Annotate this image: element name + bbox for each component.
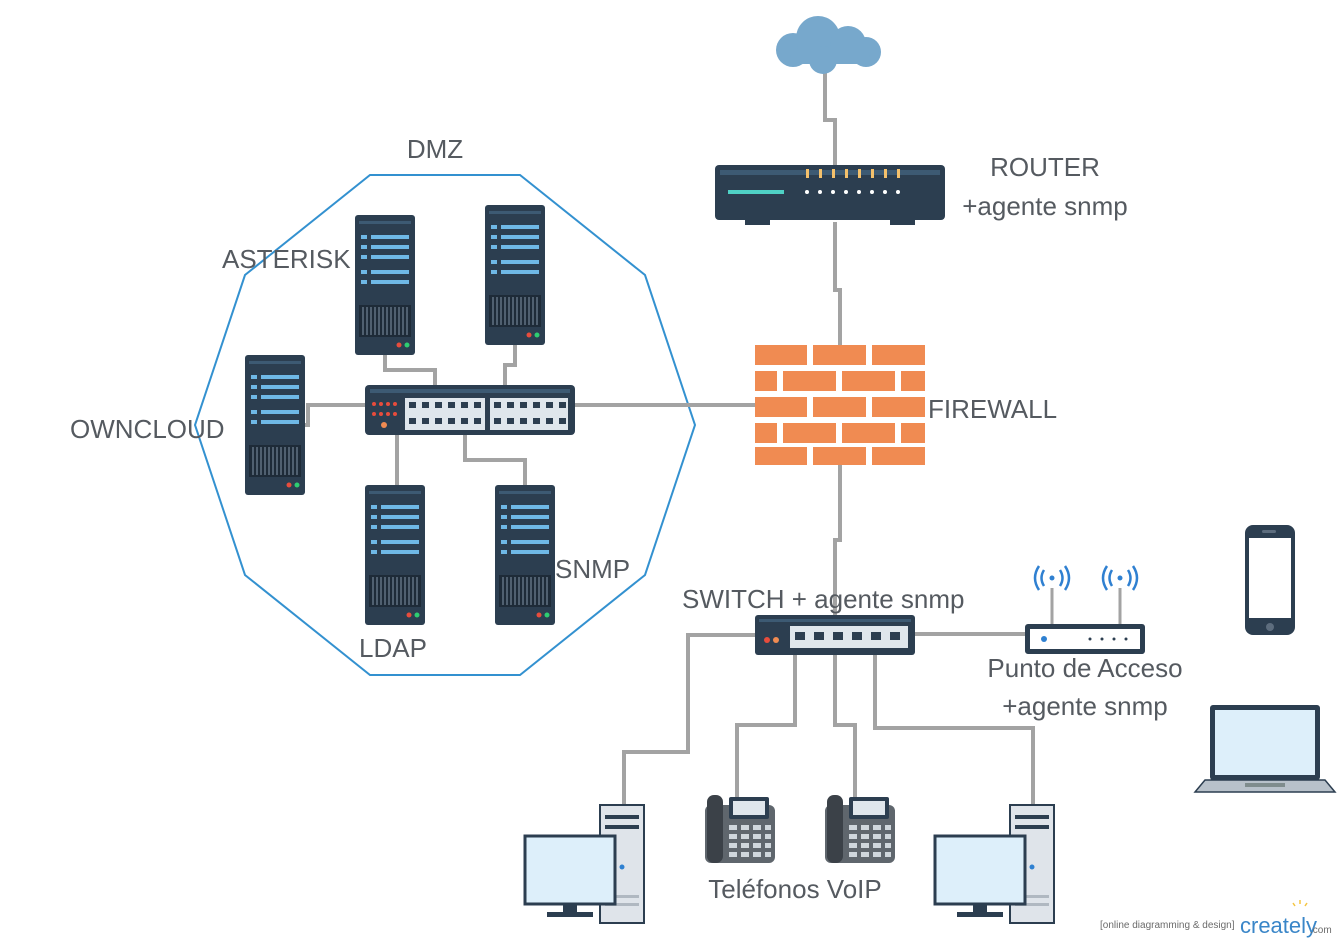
owncloud-label: OWNCLOUD — [70, 414, 225, 444]
asterisk-label: ASTERISK — [222, 244, 351, 274]
dmz-switch-icon — [365, 385, 575, 435]
voip-phone-icon — [705, 795, 775, 863]
creately-watermark: [online diagramming & design] creately .… — [1100, 900, 1332, 938]
laptop-icon — [1193, 705, 1337, 793]
router-agent-label: +agente snmp — [962, 191, 1128, 221]
access-point-icon — [1025, 565, 1145, 654]
ldap-label: LDAP — [359, 633, 427, 663]
switch-icon — [755, 615, 915, 655]
access-point-label: Punto de Acceso — [987, 653, 1182, 683]
cloud-icon — [776, 16, 881, 74]
voip-phones-label: Teléfonos VoIP — [708, 874, 881, 904]
access-point-agent-label: +agente snmp — [1002, 691, 1168, 721]
switch-label: SWITCH + agente snmp — [682, 584, 965, 614]
voip-phone-icon — [825, 795, 895, 863]
firewall-label: FIREWALL — [928, 394, 1057, 424]
firewall-icon — [755, 345, 925, 465]
dmz-boundary — [193, 174, 697, 676]
smartphone-icon — [1245, 525, 1295, 635]
server-icon — [354, 214, 416, 356]
router-label: ROUTER — [990, 152, 1100, 182]
server-icon — [494, 484, 556, 626]
server-icon — [244, 354, 306, 496]
server-icon — [364, 484, 426, 626]
watermark-brand: creately — [1240, 913, 1317, 938]
server-icon — [484, 204, 546, 346]
network-links — [303, 70, 1035, 808]
desktop-computer-icon — [933, 803, 1056, 925]
watermark-brand-suffix: .com — [1310, 925, 1332, 936]
snmp-label: SNMP — [555, 554, 630, 584]
sun-icon — [1292, 900, 1308, 907]
desktop-computer-icon — [523, 803, 646, 925]
watermark-tagline: [online diagramming & design] — [1100, 920, 1235, 931]
router-icon — [715, 165, 945, 225]
dmz-label: DMZ — [407, 134, 463, 164]
